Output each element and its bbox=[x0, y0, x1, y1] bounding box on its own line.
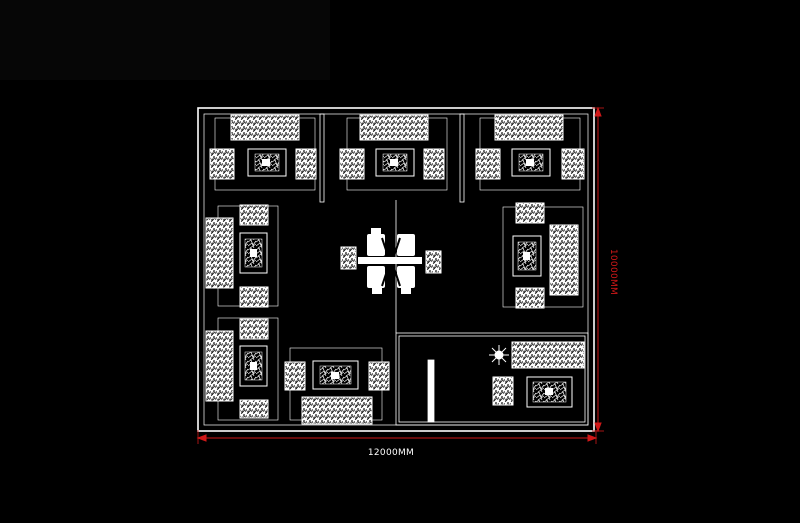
dimension-width bbox=[196, 430, 598, 444]
height-dimension-label: 10000MM bbox=[608, 249, 618, 295]
center-meeting-table bbox=[340, 228, 442, 294]
lounge-top-left bbox=[209, 114, 317, 191]
interior-partition bbox=[319, 113, 589, 426]
width-dimension-label: 12000MM bbox=[368, 448, 414, 458]
dimension-height bbox=[592, 106, 604, 433]
bottom-right-room-furniture bbox=[489, 341, 585, 408]
lounge-right bbox=[502, 202, 584, 309]
background-smudge bbox=[0, 0, 330, 80]
lounge-left-upper bbox=[205, 204, 279, 308]
lounge-top-right bbox=[475, 114, 585, 191]
plant-icon bbox=[489, 345, 509, 365]
lounge-left-lower bbox=[205, 317, 279, 421]
lounge-top-middle bbox=[339, 114, 448, 191]
lounge-bottom-middle bbox=[284, 347, 390, 425]
